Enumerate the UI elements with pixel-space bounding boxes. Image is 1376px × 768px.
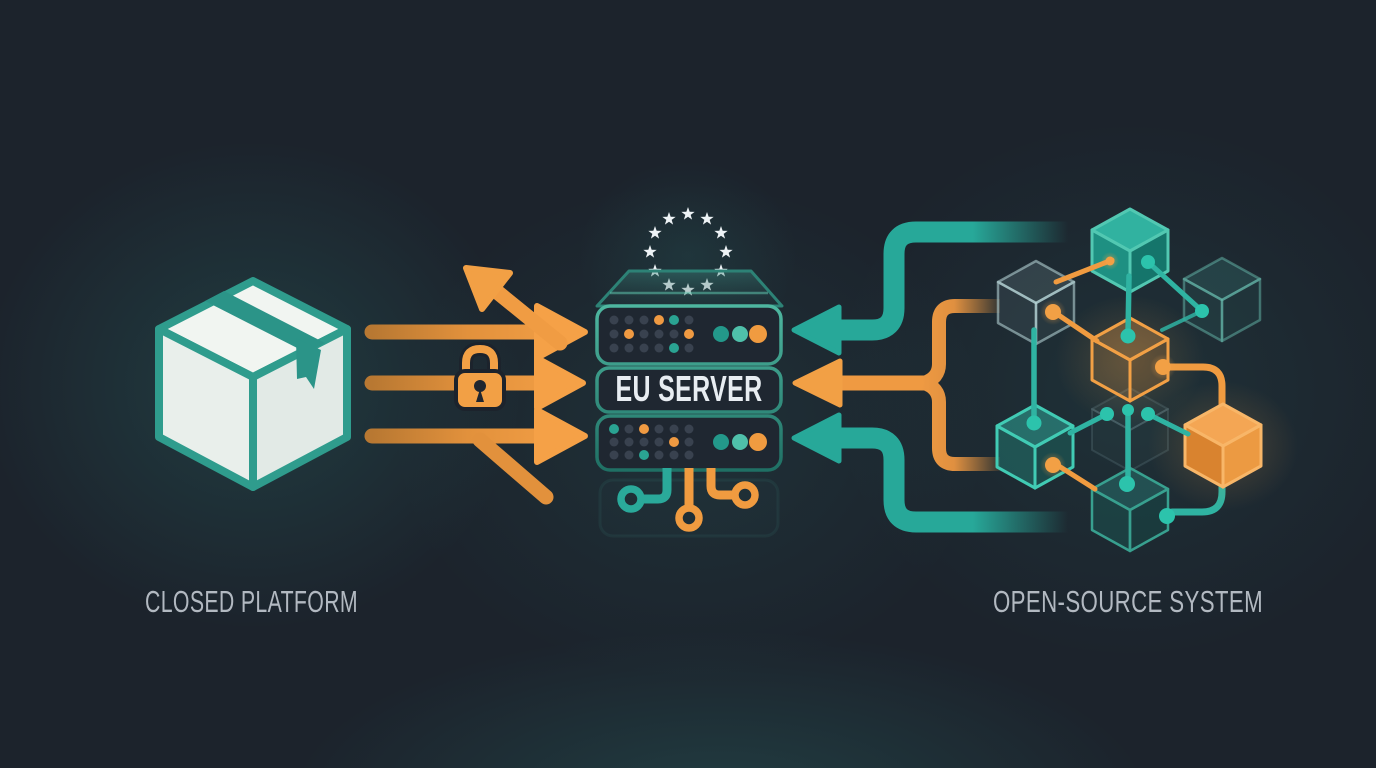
orange-brace-lower xyxy=(921,376,1000,471)
closed-platform-label: CLOSED PLATFORM xyxy=(145,584,358,619)
box-tape xyxy=(205,291,325,389)
lock-icon xyxy=(454,341,506,411)
server-rack-icon: EU SERVER xyxy=(595,269,784,538)
server-label: EU SERVER xyxy=(616,368,763,409)
package-box-icon xyxy=(155,277,351,491)
cube-network-icon xyxy=(995,207,1298,553)
open-source-label: OPEN-SOURCE SYSTEM xyxy=(993,584,1263,619)
cube-center-orange xyxy=(1090,316,1170,403)
server-led-grid-bottom xyxy=(609,424,767,460)
cube-upper-right-ghost xyxy=(1182,256,1262,343)
inbound-pipes xyxy=(791,221,1068,533)
teal-pipe-bottom xyxy=(791,412,1068,533)
server-circuit-connectors xyxy=(617,468,759,532)
box-right-face xyxy=(249,325,351,491)
network-nodes xyxy=(1026,252,1209,524)
server-lid xyxy=(595,269,784,308)
cube-lower-right-orange xyxy=(1183,402,1263,489)
arrow-left-icon xyxy=(792,358,843,408)
arrow-bottom-right-icon xyxy=(364,407,588,505)
outbound-arrows xyxy=(364,265,588,505)
leak-arrow-up-left-icon xyxy=(463,265,568,351)
arrow-left-icon xyxy=(791,304,842,356)
server-led-grid-top xyxy=(609,315,767,353)
server-unit-middle xyxy=(595,366,783,414)
teal-pipe-top xyxy=(791,221,1068,356)
orange-brace-upper xyxy=(921,299,1000,390)
arrow-left-icon xyxy=(791,412,842,464)
orange-pipe-middle xyxy=(792,299,1000,471)
cube-upper-left-ghost xyxy=(996,259,1076,346)
